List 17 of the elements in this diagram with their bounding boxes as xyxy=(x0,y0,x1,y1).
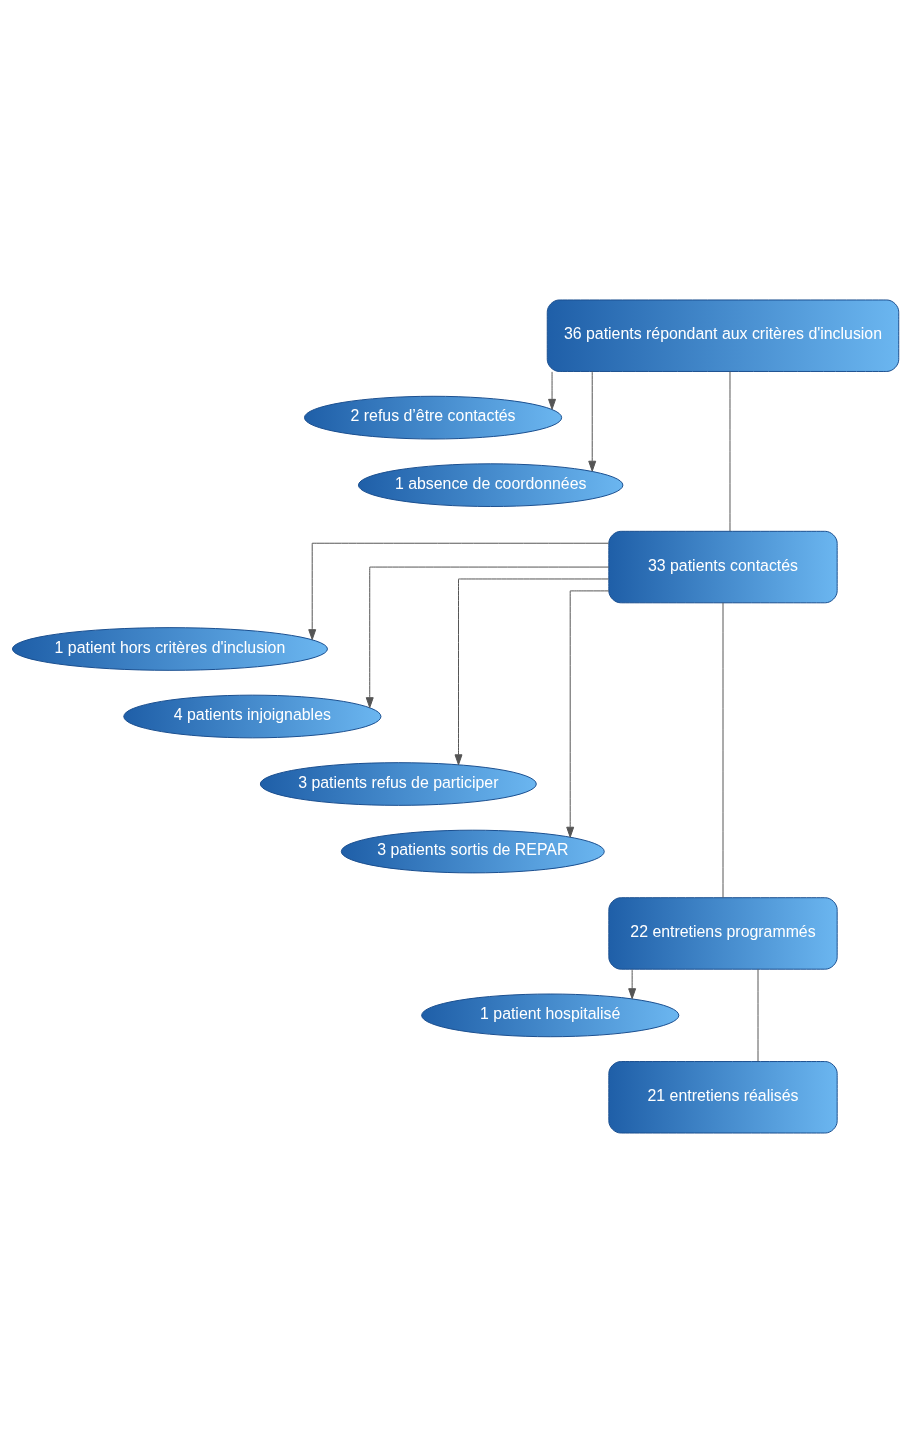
connector xyxy=(729,370,731,532)
arrow xyxy=(548,370,557,410)
arrow xyxy=(308,542,610,640)
node-ellipse: 3 patients refus de participer xyxy=(259,761,537,806)
arrow xyxy=(566,589,610,838)
connector xyxy=(722,601,724,898)
arrow xyxy=(588,370,597,472)
arrow xyxy=(365,566,610,708)
node-box: 33 patients contactés xyxy=(608,530,838,603)
node-box: 21 entretiens réalisés xyxy=(608,1060,838,1134)
connector xyxy=(757,968,759,1062)
node-ellipse: 3 patients sortis de REPAR xyxy=(340,829,605,873)
node-ellipse: 1 patient hospitalisé xyxy=(421,993,680,1037)
node-box: 36 patients répondant aux critères d'inclusion xyxy=(546,298,900,372)
arrow xyxy=(628,968,637,999)
node-box: 22 entretiens programmés xyxy=(608,896,838,970)
arrow xyxy=(454,578,610,765)
